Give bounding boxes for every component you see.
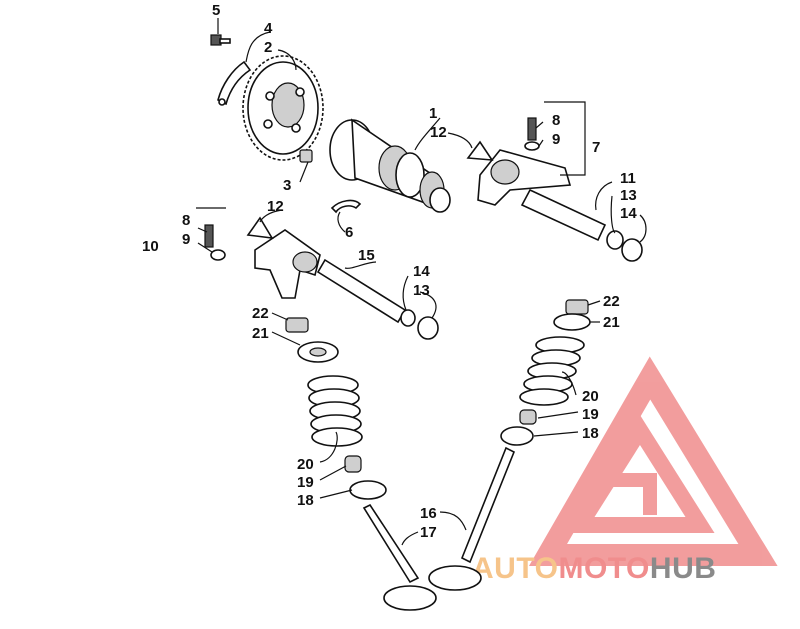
- callout-13-lower: 13: [413, 282, 430, 299]
- callout-14-upper: 14: [620, 205, 637, 222]
- o-ring-right-part: [606, 230, 624, 250]
- callout-12-lower: 12: [267, 198, 284, 215]
- valve-spring-left-part: [307, 375, 363, 447]
- cotter-right-part: [565, 299, 589, 315]
- sprocket-bolt-part: [210, 34, 231, 46]
- valve-stem-left-part: [362, 503, 420, 584]
- cotter-left-part: [285, 317, 309, 333]
- lock-plate-part: [217, 60, 252, 106]
- callout-1: 1: [429, 105, 437, 122]
- rocker-shaft-right-part: [520, 188, 607, 242]
- rocker-arm-left-part: [204, 224, 321, 299]
- callout-6: 6: [345, 224, 353, 241]
- valve-head-right-part: [428, 565, 482, 591]
- dowel-pin-part: [299, 149, 313, 163]
- callout-5: 5: [212, 2, 220, 19]
- watermark-g-mark-icon: [606, 473, 657, 515]
- callout-9-upper: 9: [552, 131, 560, 148]
- lock-plate-hole: [218, 98, 226, 106]
- watermark-moto: MOTO: [558, 552, 649, 585]
- callout-20-right: 20: [582, 388, 599, 405]
- gasket-left-part: [246, 216, 274, 239]
- callout-8-upper: 8: [552, 112, 560, 129]
- callout-19-right: 19: [582, 406, 599, 423]
- cap-right-part: [621, 238, 643, 262]
- valve-seal-left-part: [344, 455, 362, 473]
- callout-9-lower: 9: [182, 231, 190, 248]
- callout-20-left: 20: [297, 456, 314, 473]
- callout-3: 3: [283, 177, 291, 194]
- callout-10: 10: [142, 238, 159, 255]
- callout-13-upper: 13: [620, 187, 637, 204]
- callout-16: 16: [420, 505, 437, 522]
- callout-4: 4: [264, 20, 273, 37]
- valve-train-right: [428, 299, 591, 591]
- callout-15: 15: [358, 247, 375, 264]
- callout-21-right: 21: [603, 314, 620, 331]
- valve-train-left: [285, 317, 437, 611]
- callout-labels: 5 4 2 1 12 8 9 7 11 13 14 3 8 12 9 10 6 …: [142, 2, 637, 541]
- cam-sprocket-part: [242, 55, 324, 161]
- cap-left-part: [417, 316, 439, 340]
- spring-seat-left-part: [349, 480, 387, 500]
- gasket-right-part: [466, 140, 494, 161]
- watermark-auto: AUTO: [472, 552, 558, 585]
- watermark-text: AUTOMOTOHUB: [472, 552, 716, 585]
- callout-19-left: 19: [297, 474, 314, 491]
- callout-7: 7: [592, 139, 600, 156]
- valve-spring-right-part: [519, 336, 585, 406]
- callout-2: 2: [264, 39, 272, 56]
- callout-22-left: 22: [252, 305, 269, 322]
- watermark-hub: HUB: [650, 552, 717, 585]
- callout-22-right: 22: [603, 293, 620, 310]
- rocker-shaft-left-part: [316, 258, 407, 324]
- callout-17: 17: [420, 524, 437, 541]
- valve-head-left-part: [383, 585, 437, 611]
- camshaft-part: [329, 118, 451, 213]
- o-ring-left-part: [400, 309, 416, 327]
- rocker-arm-right-part: [477, 117, 572, 206]
- callout-14-lower: 14: [413, 263, 430, 280]
- circlip-part: [330, 199, 362, 214]
- retainer-right-part: [553, 313, 591, 331]
- valve-seal-right-part: [519, 409, 537, 425]
- callout-12-upper: 12: [430, 124, 447, 141]
- callout-18-left: 18: [297, 492, 314, 509]
- callout-18-right: 18: [582, 425, 599, 442]
- valve-stem-right-part: [460, 446, 516, 564]
- leader-lines: [196, 18, 647, 546]
- watermark-triangle-icon: [528, 356, 778, 566]
- spring-seat-right-part: [500, 426, 534, 446]
- watermark-logo: [528, 356, 778, 566]
- callout-11: 11: [620, 170, 636, 187]
- callout-21-left: 21: [252, 325, 269, 342]
- callout-8-lower: 8: [182, 212, 190, 229]
